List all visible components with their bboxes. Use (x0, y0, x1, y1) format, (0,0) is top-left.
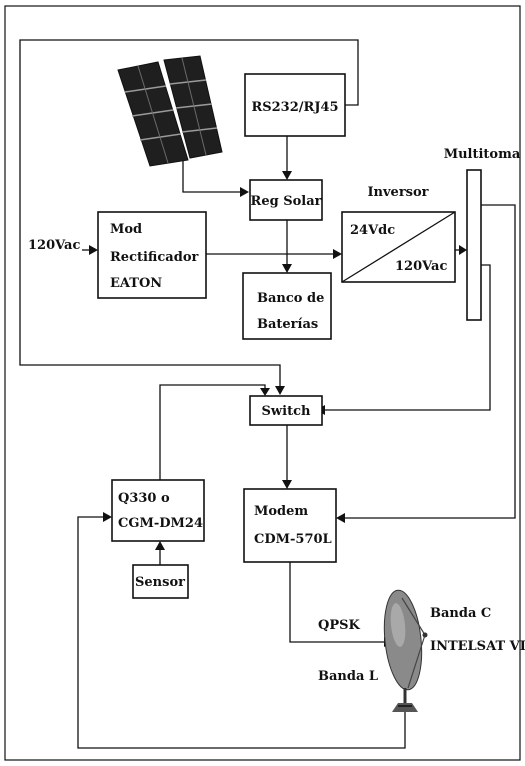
rectifier-block: Mod Rectificador EATON (97, 211, 207, 299)
inverter-input-label: 24Vdc (350, 223, 395, 238)
arrowhead (89, 245, 98, 255)
battery-line-1: Banco de (257, 291, 324, 306)
dish-to-digitizer-wire (77, 516, 406, 749)
battery-bank-block: Banco de Baterías (242, 272, 332, 340)
arrowhead (240, 187, 249, 197)
multitoma-block: Multitoma (444, 147, 521, 321)
rs232-rj45-block: RS232/RJ45 (244, 73, 346, 137)
rectifier-line-2: Rectificador (110, 250, 198, 265)
arrowhead (282, 171, 292, 180)
digitizer-block: Q330 o CGM-DM24 (111, 479, 205, 542)
arrowhead (282, 264, 292, 273)
digitizer-to-switch-wire (159, 384, 266, 480)
modem-line-1: Modem (254, 504, 308, 519)
inverter-diagonal (341, 211, 456, 283)
digitizer-line-1: Q330 o (118, 491, 170, 506)
rs232-to-switch-wire (19, 39, 359, 390)
sensor-block: Sensor (132, 564, 189, 599)
arrowhead (336, 513, 345, 523)
modem-to-dish-wire (289, 562, 385, 643)
arrowhead (333, 249, 342, 259)
inverter-title: Inversor (367, 185, 428, 200)
arrowhead (155, 541, 165, 550)
multitoma-to-modem-wire (343, 204, 516, 519)
solar-panel-icon (117, 55, 223, 167)
arrowhead (282, 480, 292, 489)
ac-input-label: 120Vac (28, 238, 80, 253)
arrowhead (103, 512, 112, 522)
switch-block: Switch (249, 395, 323, 426)
inverter-output-label: 120Vac (395, 259, 447, 274)
banda-l-label: Banda L (318, 669, 378, 684)
banda-c-label: Banda C (430, 606, 491, 621)
multitoma-to-switch-wire (322, 264, 491, 411)
modem-line-2: CDM-570L (254, 532, 332, 547)
inverter-block: Inversor 24Vdc 120Vac (341, 185, 456, 283)
digitizer-line-2: CGM-DM24 (118, 516, 203, 531)
rs232-label: RS232/RJ45 (251, 100, 338, 115)
battery-line-2: Baterías (257, 317, 318, 332)
qpsk-label: QPSK (318, 618, 360, 633)
solar-to-regulator-wire (182, 150, 243, 193)
intelsat-label: INTELSAT VI (430, 639, 525, 654)
sensor-label: Sensor (135, 575, 185, 590)
modem-block: Modem CDM-570L (243, 488, 337, 563)
arrowhead (260, 388, 270, 396)
arrowhead (459, 245, 467, 255)
rectifier-line-3: EATON (110, 276, 162, 291)
satellite-dish-icon (383, 589, 428, 712)
multitoma-label: Multitoma (444, 147, 521, 162)
reg-solar-label: Reg Solar (251, 194, 322, 209)
arrowhead (275, 386, 285, 395)
rectifier-line-1: Mod (110, 222, 142, 237)
solar-regulator-block: Reg Solar (249, 179, 323, 221)
switch-label: Switch (262, 404, 311, 419)
page-border (4, 5, 521, 761)
